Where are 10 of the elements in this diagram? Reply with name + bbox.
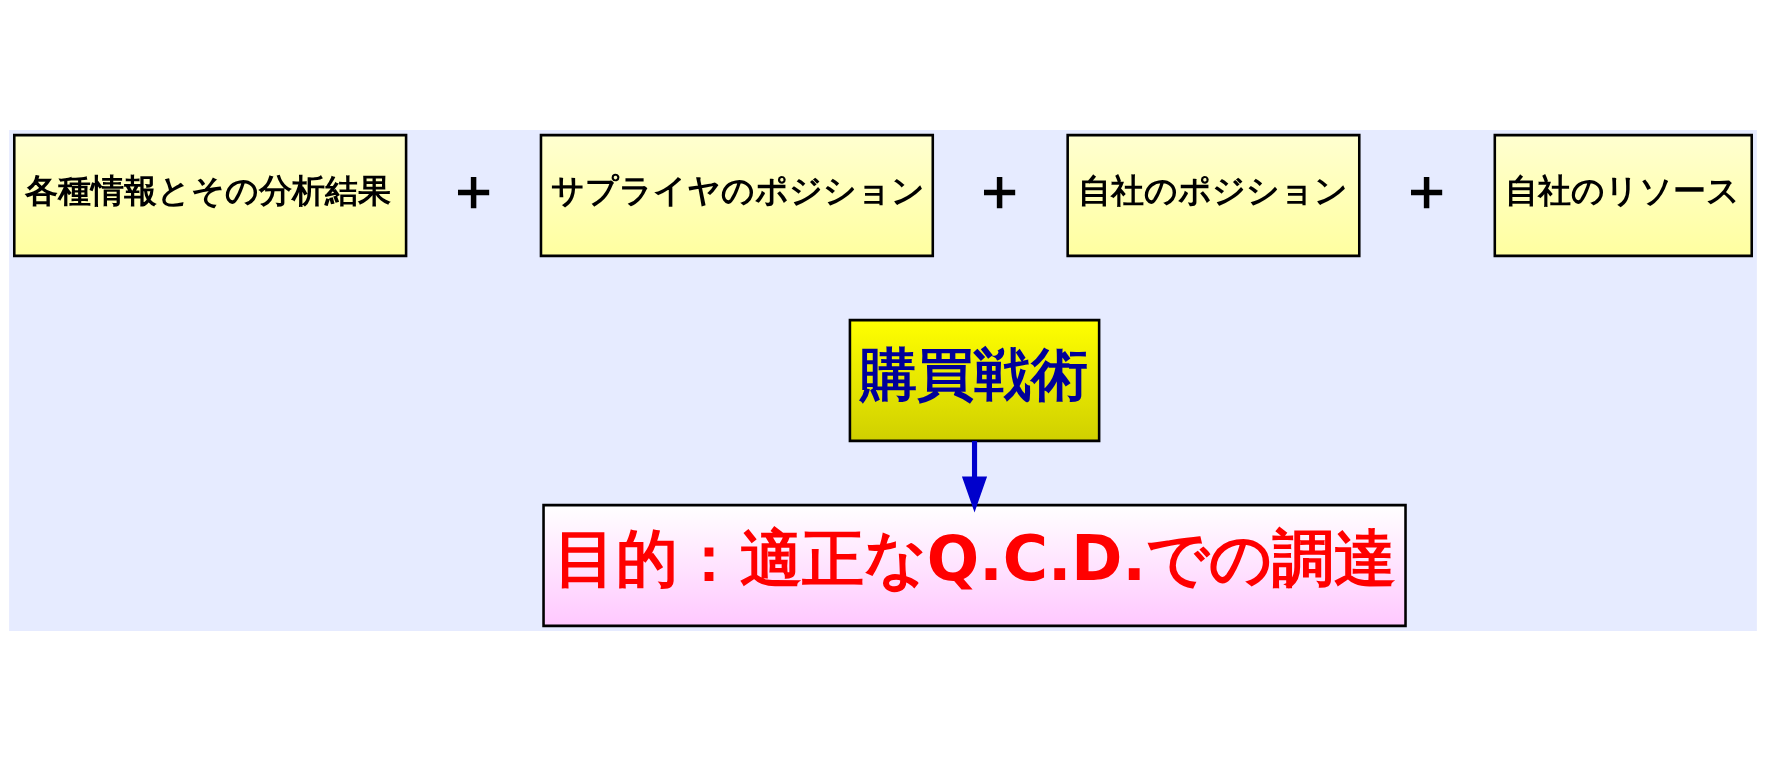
node-box: 自社のリソース <box>1493 133 1753 258</box>
node-box: 自社のポジション <box>1066 133 1361 258</box>
label: ＋ <box>971 156 1029 222</box>
node-box: 目的：適正なQ.C.D.での調達 <box>542 503 1407 628</box>
label: ＋ <box>444 156 502 222</box>
node-box: 購買戦術 <box>848 318 1101 443</box>
node-box: サプライヤのポジション <box>539 133 935 258</box>
arrow <box>961 441 988 513</box>
label: ＋ <box>1397 156 1455 222</box>
node-box: 各種情報とその分析結果 <box>13 133 408 258</box>
